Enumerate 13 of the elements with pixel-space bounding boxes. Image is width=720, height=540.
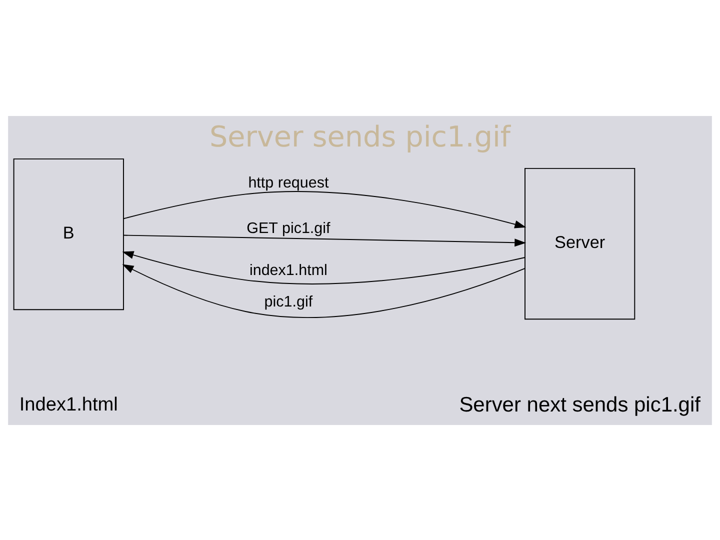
arrow	[123, 190, 526, 228]
edge-label: index1.html	[249, 262, 328, 279]
node-box: B	[13, 158, 124, 310]
diagram-title: Server sends pic1.gif	[209, 119, 511, 154]
arrow	[122, 250, 526, 284]
arrow	[122, 264, 526, 318]
node-box: Server	[524, 167, 636, 320]
edge-label: pic1.gif	[264, 293, 313, 310]
arrow	[123, 234, 526, 246]
label: Index1.html	[19, 394, 118, 416]
edge-label: GET pic1.gif	[246, 220, 330, 237]
label: Server next sends pic1.gif	[459, 392, 700, 416]
edge-label: http request	[248, 174, 329, 191]
